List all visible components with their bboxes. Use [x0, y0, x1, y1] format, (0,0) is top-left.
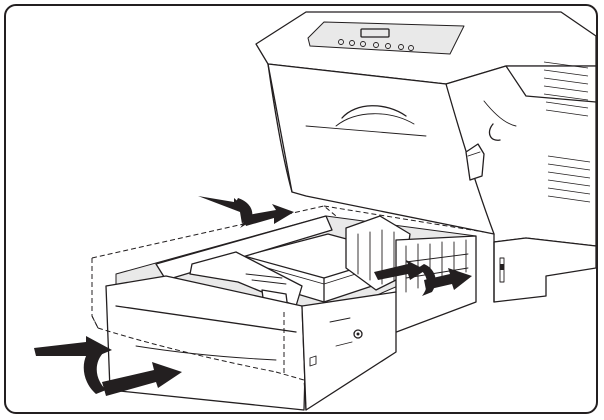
panel-button-icon [398, 44, 404, 50]
vent-grille [543, 61, 591, 203]
printer-icon [255, 11, 596, 303]
curved-arrow-icon [34, 336, 182, 396]
panel-button-icon [360, 41, 366, 47]
panel-button-icon [408, 45, 414, 51]
tray-insert-outline [91, 205, 485, 409]
illustration-frame [4, 4, 598, 414]
display-icon [360, 28, 390, 38]
push-arrow-icon [374, 260, 472, 296]
panel-button-icon [373, 42, 379, 48]
panel-button-icon [385, 43, 391, 49]
control-panel [307, 21, 465, 55]
push-arrow-icon [198, 196, 294, 228]
tray-screw-icon [353, 329, 363, 339]
panel-button-icon [349, 40, 355, 46]
panel-button-icon [338, 39, 344, 45]
